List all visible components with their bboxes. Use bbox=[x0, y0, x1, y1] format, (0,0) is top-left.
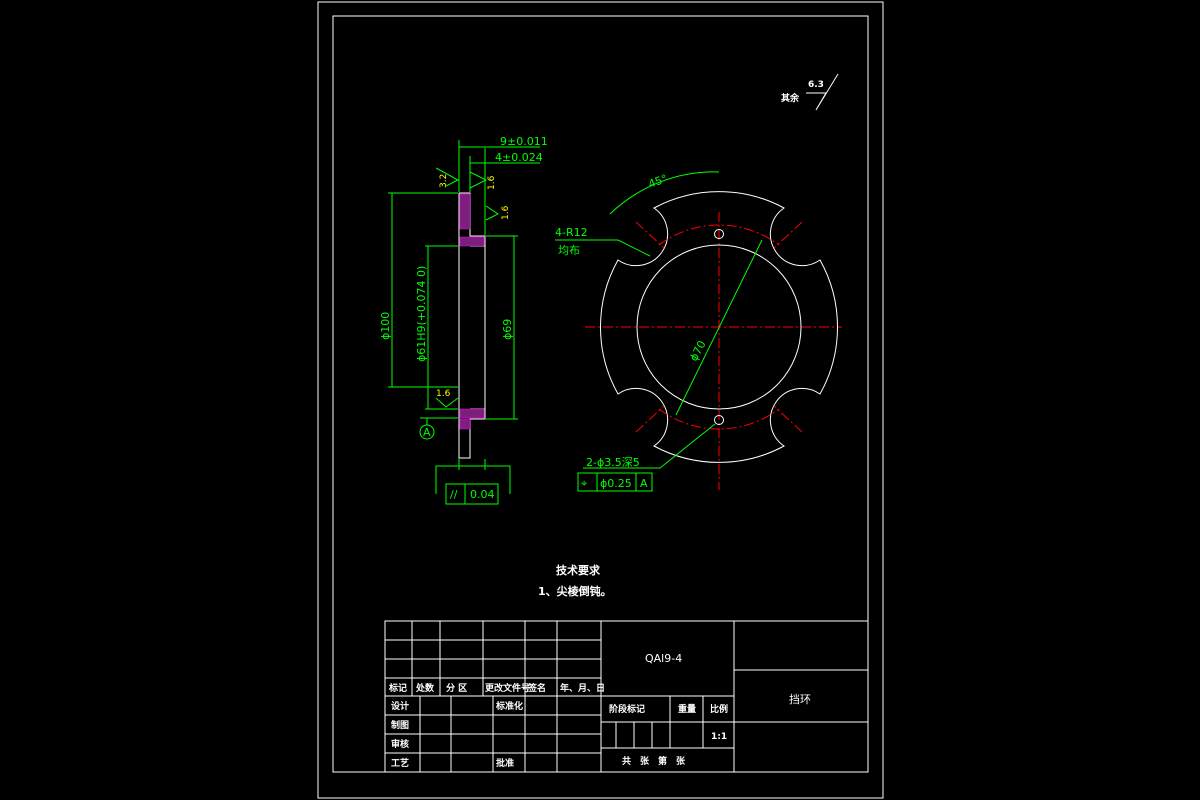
notch-label: 4-R12 bbox=[555, 226, 588, 239]
holes-leader bbox=[583, 423, 716, 469]
pcd-dim-line bbox=[675, 239, 763, 416]
position-symbol-icon: ⌖ bbox=[581, 477, 587, 490]
dim-width-hub: 4±0.024 bbox=[495, 151, 543, 164]
roughness-4: 1.6 bbox=[436, 389, 451, 399]
title-block: QAl9-4 挡环 标记 处数 分 区 更改文件号 签名 年、月、日 设计 标准… bbox=[384, 620, 869, 773]
pcd-label: ϕ70 bbox=[687, 339, 708, 364]
hole-bottom-icon bbox=[714, 415, 724, 425]
hole-top-icon bbox=[714, 229, 724, 239]
general-roughness: 其余 6.3 bbox=[781, 73, 839, 111]
dim-outer-dia: ϕ100 bbox=[379, 312, 392, 340]
tb-scale-value: 1:1 bbox=[711, 732, 727, 742]
tech-heading: 技术要求 bbox=[556, 563, 601, 577]
notch-note: 均布 bbox=[558, 244, 580, 257]
dim-bore: ϕ61H9(+0.074 0) bbox=[415, 266, 428, 362]
front-view: 45° 4-R12 均布 ϕ70 2-ϕ3.5深5 ⌖ ϕ0.25 A bbox=[555, 171, 842, 492]
tb-sheets: 共 张 第 张 bbox=[622, 755, 686, 767]
tb-count: 处数 bbox=[415, 682, 435, 694]
tb-change-doc: 更改文件号 bbox=[485, 682, 530, 694]
parallelism-symbol: // bbox=[450, 488, 458, 501]
tb-scale-label: 比例 bbox=[710, 703, 728, 715]
roughness-3: 1.6 bbox=[501, 205, 511, 220]
bore-circle bbox=[636, 244, 802, 410]
tb-weight: 重量 bbox=[678, 703, 696, 715]
roughness-1: 3.2 bbox=[439, 174, 449, 188]
roughness-general-prefix: 其余 bbox=[781, 92, 800, 104]
tb-mark: 标记 bbox=[388, 682, 407, 694]
tb-signature: 签名 bbox=[527, 682, 546, 694]
roughness-mark-2-icon bbox=[469, 171, 488, 189]
tech-item-1: 1、尖棱倒钝。 bbox=[538, 584, 612, 598]
dim-hub-dia: ϕ69 bbox=[501, 319, 514, 340]
notch-ctr-3 bbox=[635, 405, 665, 433]
notch-ctr-2 bbox=[773, 221, 803, 249]
roughness-mark-4-icon bbox=[435, 397, 459, 408]
roughness-general-value: 6.3 bbox=[808, 80, 824, 90]
section-hatch-top bbox=[459, 193, 471, 230]
notch-ctr-4 bbox=[773, 405, 803, 433]
section-view: 9±0.011 4±0.024 ϕ100 ϕ61H9(+0.074 0) ϕ69… bbox=[379, 135, 548, 505]
position-frame bbox=[577, 472, 653, 492]
roughness-mark-3-icon bbox=[485, 205, 499, 221]
tb-stage-mark: 阶段标记 bbox=[609, 703, 645, 715]
tb-approve: 批准 bbox=[496, 757, 514, 769]
pitch-circle-arc-top bbox=[658, 224, 780, 246]
roughness-2: 1.6 bbox=[487, 175, 497, 190]
angle-arc bbox=[609, 171, 720, 215]
tb-review: 审核 bbox=[391, 738, 409, 750]
tb-part-name: 挡环 bbox=[789, 692, 811, 706]
holes-label: 2-ϕ3.5深5 bbox=[586, 456, 640, 469]
angle-label: 45° bbox=[647, 172, 670, 191]
pf-leader bbox=[435, 465, 511, 494]
tb-date: 年、月、日 bbox=[560, 682, 605, 694]
roughness-mark-1-icon bbox=[435, 167, 460, 187]
roughness-symbol-icon bbox=[806, 73, 839, 111]
tb-material: QAl9-4 bbox=[645, 652, 682, 665]
tb-design: 设计 bbox=[391, 700, 409, 712]
tb-process: 工艺 bbox=[391, 757, 409, 769]
tb-zone: 分 区 bbox=[446, 682, 467, 694]
parallelism-frame bbox=[445, 483, 499, 505]
section-hatch-hub-top bbox=[459, 236, 485, 247]
pitch-circle-arc-bottom bbox=[658, 408, 780, 430]
parallelism-value: 0.04 bbox=[470, 488, 495, 501]
notch-leader bbox=[555, 239, 651, 257]
section-hatch-hub-bottom bbox=[459, 408, 485, 419]
datum-label: A bbox=[423, 426, 431, 439]
dim-width-total: 9±0.011 bbox=[500, 135, 548, 148]
section-hatch-bottom bbox=[459, 418, 471, 430]
tb-standardization: 标准化 bbox=[495, 700, 523, 712]
tb-drawing: 制图 bbox=[391, 719, 409, 731]
notch-ctr-1 bbox=[635, 221, 665, 249]
outer-profile bbox=[600, 191, 838, 463]
position-tolerance: ϕ0.25 bbox=[600, 477, 632, 490]
sheet-outer-border bbox=[317, 1, 884, 799]
position-datum: A bbox=[640, 477, 648, 490]
